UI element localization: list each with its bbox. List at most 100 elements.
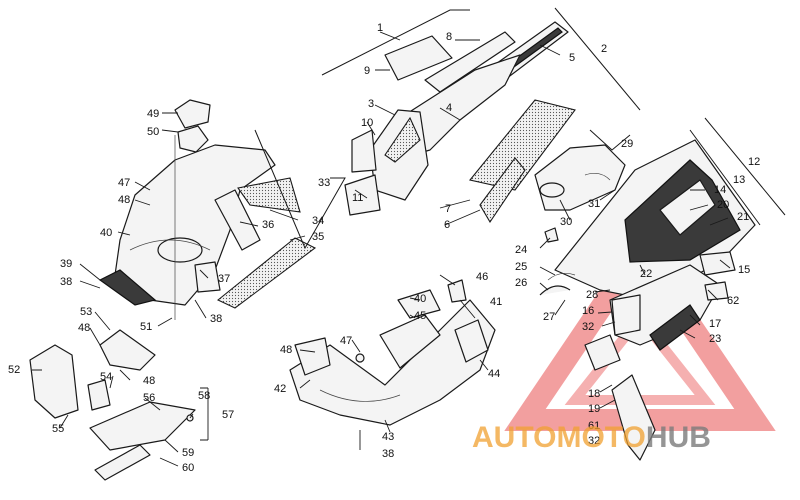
callout-47b: 47 (340, 335, 352, 347)
panel-40-lower (397, 289, 441, 319)
callout-26: 26 (515, 277, 527, 289)
callout-61: 61 (588, 420, 600, 432)
bracket-62 (704, 281, 729, 301)
callout-55: 55 (52, 423, 64, 435)
watermark-moto: MOTO (556, 421, 645, 454)
side-graphic-23 (649, 304, 701, 351)
callout-60: 60 (182, 462, 194, 474)
callout-36: 36 (262, 219, 274, 231)
callout-52: 52 (8, 364, 20, 376)
callout-23: 23 (709, 333, 721, 345)
callout-35: 35 (312, 231, 324, 243)
callout-39: 39 (60, 258, 72, 270)
cable-26 (539, 285, 571, 296)
callout-5: 5 (569, 52, 575, 64)
callout-3: 3 (368, 98, 374, 110)
callout-48a: 48 (118, 194, 130, 206)
leader-lines (32, 7, 786, 467)
callout-13: 13 (733, 174, 745, 186)
hood-50 (177, 125, 209, 153)
callout-62: 62 (727, 295, 739, 307)
latch-15 (699, 251, 736, 276)
callout-14: 14 (714, 184, 726, 196)
callout-59: 59 (182, 447, 194, 459)
callout-44: 44 (488, 368, 500, 380)
callout-56: 56 (143, 392, 155, 404)
callout-50: 50 (147, 126, 159, 138)
hood-pad-34 (237, 177, 301, 213)
callout-27: 27 (543, 311, 555, 323)
panel-42 (294, 337, 331, 376)
right-side-group (539, 139, 756, 461)
nose-piece-24 (544, 227, 559, 243)
watermark-text: AUTOMOTOHUB (472, 421, 711, 454)
side-panel-10 (351, 129, 377, 173)
hood-pad-35 (216, 237, 317, 309)
callout-48b: 48 (78, 322, 90, 334)
callout-20: 20 (717, 199, 729, 211)
bellypan-group (289, 279, 496, 426)
callout-32a: 32 (582, 321, 594, 333)
callout-38a: 38 (60, 276, 72, 288)
hood-trim-39 (98, 269, 157, 306)
windshield-pad-9 (384, 35, 453, 81)
cover-57 (94, 444, 151, 481)
callout-43: 43 (382, 431, 394, 443)
callout-40b: 40 (414, 293, 426, 305)
callout-6: 6 (444, 219, 450, 231)
callout-9: 9 (364, 65, 370, 77)
bracket-18 (584, 334, 621, 371)
watermark-hub: HUB (646, 421, 711, 454)
callout-8: 8 (446, 31, 452, 43)
callout-15: 15 (738, 264, 750, 276)
callout-1: 1 (377, 22, 383, 34)
clip-46 (447, 279, 467, 303)
hood-49 (174, 99, 211, 129)
hood-opening (157, 237, 203, 263)
callout-labels: 1 2 3 4 5 6 7 8 9 10 11 12 13 14 15 16 1… (8, 22, 760, 474)
callout-24: 24 (515, 244, 527, 256)
side-pad-3 (384, 116, 421, 163)
callout-48c: 48 (143, 375, 155, 387)
callout-37: 37 (218, 273, 230, 285)
callout-38b: 38 (210, 313, 222, 325)
callout-47a: 47 (118, 177, 130, 189)
hood-pad-6 (479, 157, 526, 224)
callout-45: 45 (414, 310, 426, 322)
callout-57: 57 (222, 409, 234, 421)
vent-16 (611, 294, 641, 336)
callout-21: 21 (737, 211, 749, 223)
side-decal-14 (659, 179, 716, 236)
panel-53 (99, 329, 156, 371)
left-hood-group (98, 99, 317, 320)
callout-41: 41 (490, 296, 502, 308)
callout-54: 54 (100, 371, 112, 383)
dash-group (534, 144, 626, 211)
callout-17: 17 (709, 318, 721, 330)
callout-11: 11 (352, 192, 363, 204)
callout-49: 49 (147, 108, 159, 120)
hood-vent-36 (214, 189, 261, 251)
callout-53: 53 (80, 306, 92, 318)
lower-left-group (29, 329, 196, 481)
bracket-54 (87, 379, 111, 411)
callout-25: 25 (515, 261, 527, 273)
callout-29: 29 (621, 138, 633, 150)
callout-42: 42 (274, 383, 286, 395)
callout-46: 46 (476, 271, 488, 283)
callout-33: 33 (318, 177, 330, 189)
bracket-44 (454, 319, 489, 363)
callout-4: 4 (446, 102, 452, 114)
callout-30: 30 (560, 216, 572, 228)
tray-56 (89, 401, 196, 451)
gauge-30 (539, 182, 565, 198)
callout-2: 2 (601, 43, 607, 55)
windshield-group (344, 21, 576, 224)
callout-10: 10 (361, 117, 373, 129)
callout-16: 16 (582, 305, 594, 317)
fastener-47 (355, 353, 365, 363)
callout-58: 58 (198, 390, 210, 402)
windshield-trim-8 (424, 31, 516, 93)
callout-32b: 32 (588, 435, 600, 447)
